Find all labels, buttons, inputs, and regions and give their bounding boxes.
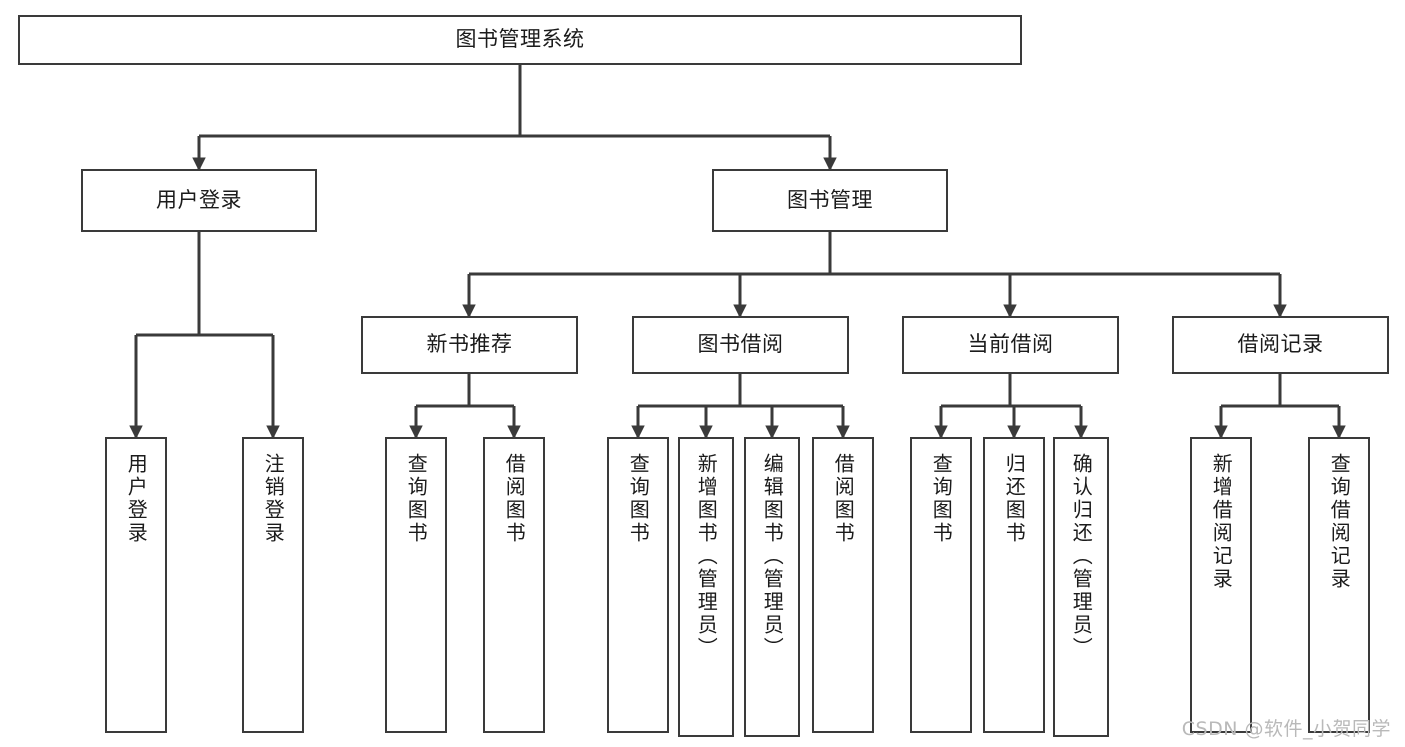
node-label: 查询图书 xyxy=(404,453,429,545)
node-label: 用户登录 xyxy=(124,453,149,545)
node-label: 新书推荐 xyxy=(426,332,513,357)
node-book-manage[interactable]: 图书管理 xyxy=(712,169,948,232)
node-borrow-record[interactable]: 借阅记录 xyxy=(1172,316,1389,374)
node-label: 新增图书（管理员） xyxy=(694,453,719,660)
node-leaf-borrow-book-rec[interactable]: 借阅图书 xyxy=(483,437,545,733)
node-label: 编辑图书（管理员） xyxy=(760,453,785,660)
node-leaf-query-record[interactable]: 查询借阅记录 xyxy=(1308,437,1370,733)
node-label: 借阅记录 xyxy=(1237,332,1324,357)
node-book-borrow[interactable]: 图书借阅 xyxy=(632,316,849,374)
node-leaf-edit-book[interactable]: 编辑图书（管理员） xyxy=(744,437,800,737)
node-label: 图书管理系统 xyxy=(455,27,585,52)
node-user-login[interactable]: 用户登录 xyxy=(81,169,317,232)
node-label: 借阅图书 xyxy=(502,453,527,545)
node-label: 查询借阅记录 xyxy=(1327,453,1352,591)
node-label: 借阅图书 xyxy=(831,453,856,545)
node-label: 归还图书 xyxy=(1002,453,1027,545)
node-leaf-user-login[interactable]: 用户登录 xyxy=(105,437,167,733)
node-label: 图书管理 xyxy=(787,187,873,212)
watermark: CSDN @软件_小贺同学 xyxy=(1181,718,1391,740)
node-leaf-query-book-rec[interactable]: 查询图书 xyxy=(385,437,447,733)
node-label: 当前借阅 xyxy=(967,332,1054,357)
node-leaf-confirm-return[interactable]: 确认归还（管理员） xyxy=(1053,437,1109,737)
node-undefined[interactable]: 图书管理系统 xyxy=(18,15,1022,65)
node-label: 查询图书 xyxy=(929,453,954,545)
node-leaf-query-book-cur[interactable]: 查询图书 xyxy=(910,437,972,733)
node-leaf-query-book[interactable]: 查询图书 xyxy=(607,437,669,733)
node-label: 用户登录 xyxy=(156,187,242,212)
node-label: 注销登录 xyxy=(261,453,286,545)
node-leaf-add-record[interactable]: 新增借阅记录 xyxy=(1190,437,1252,733)
node-label: 查询图书 xyxy=(626,453,651,545)
node-leaf-return-book[interactable]: 归还图书 xyxy=(983,437,1045,733)
node-label: 图书借阅 xyxy=(697,332,784,357)
node-current-borrow[interactable]: 当前借阅 xyxy=(902,316,1119,374)
node-label: 确认归还（管理员） xyxy=(1069,453,1094,660)
node-label: 新增借阅记录 xyxy=(1209,453,1234,591)
node-leaf-logout[interactable]: 注销登录 xyxy=(242,437,304,733)
node-new-book-rec[interactable]: 新书推荐 xyxy=(361,316,578,374)
node-leaf-add-book[interactable]: 新增图书（管理员） xyxy=(678,437,734,737)
node-leaf-borrow-book[interactable]: 借阅图书 xyxy=(812,437,874,733)
